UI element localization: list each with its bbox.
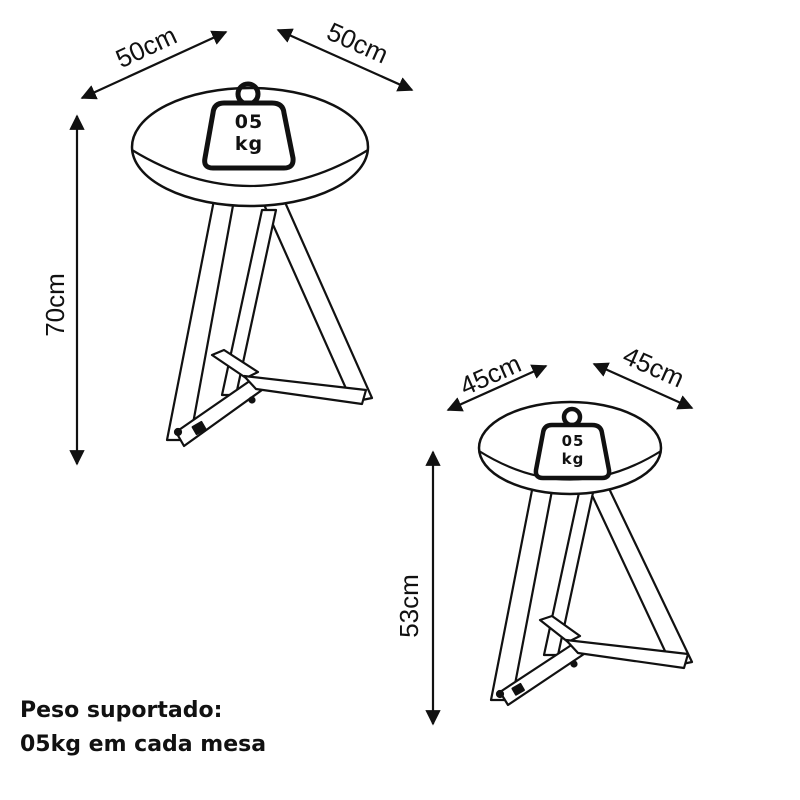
depth-arrow xyxy=(276,28,414,92)
load-capacity-caption: Peso suportado: 05kg em cada mesa xyxy=(20,694,266,762)
width-label: 50cm xyxy=(111,20,181,74)
height-label: 70cm xyxy=(40,273,70,337)
width-arrow xyxy=(80,30,228,100)
height-label: 53cm xyxy=(394,574,424,638)
small-table: 05 kg 45cm 45cm 53cm xyxy=(394,340,694,726)
caption-line-1: Peso suportado: xyxy=(20,698,223,723)
depth-label: 45cm xyxy=(619,340,689,393)
small-table-legs xyxy=(489,476,694,707)
width-arrow xyxy=(446,364,548,412)
large-table-dimensions xyxy=(69,28,414,466)
weight-number: 05 xyxy=(562,432,585,450)
weight-number: 05 xyxy=(235,111,263,133)
large-table: 05 kg 50cm 50cm 70cm xyxy=(40,16,414,466)
width-label: 45cm xyxy=(455,348,525,401)
weight-unit: kg xyxy=(562,450,585,468)
large-table-legs xyxy=(165,198,374,448)
weight-icon: 05 kg xyxy=(202,81,296,171)
caption-line-2: 05kg em cada mesa xyxy=(20,732,267,757)
depth-label: 50cm xyxy=(323,16,393,69)
weight-unit: kg xyxy=(235,133,263,155)
weight-icon: 05 kg xyxy=(533,406,612,481)
small-table-dimensions xyxy=(425,362,694,726)
depth-arrow xyxy=(592,362,694,410)
